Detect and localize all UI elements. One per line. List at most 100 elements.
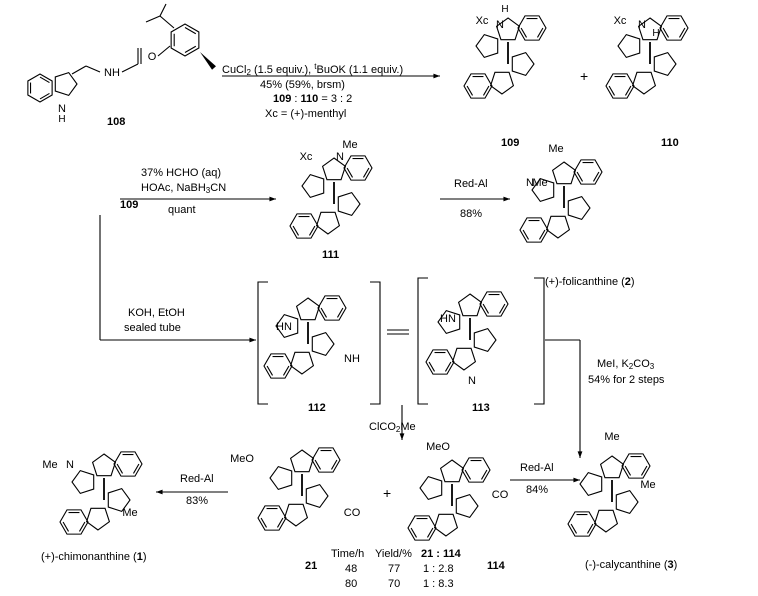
indoline-ring [283,503,309,527]
table-cell: 1 : 8.3 [423,578,454,590]
hydrogen-label: H [501,4,508,15]
arrow-head [433,73,440,79]
double-bond [592,171,600,182]
pyrrolidine-ring [567,195,591,221]
double-bond [608,85,616,96]
bond [145,15,161,23]
hydrogen-label: H [652,28,659,39]
double-bond [39,76,50,84]
double-bond [336,307,344,318]
indoline-ring [451,347,477,371]
compound-110-label: 110 [661,137,679,149]
ester-label: MeO [230,453,254,465]
benzene-ring [59,509,89,535]
double-bond [662,27,670,38]
nitrogen-label: N [66,459,74,471]
methyl-label: Me [548,143,563,155]
double-bond [184,27,197,35]
benzene-ring [567,511,597,537]
pyrrolidine-ring [653,51,677,77]
chimonanthine-label: (+)-chimonanthine (1) [41,551,147,563]
indoline-ring [433,513,459,537]
table-cell: 70 [388,578,401,590]
table-cell: 1 : 2.8 [423,563,454,575]
compound-109-start-label: 109 [120,199,139,211]
pyrrolidine-ring [475,33,499,59]
indoline-ring [457,293,483,317]
bracket [534,277,545,405]
pyrrolidine-ring [337,191,361,217]
hydrogen-label: H [58,114,65,125]
arrow-head [573,477,580,483]
arrow-head [156,489,163,495]
double-bond [410,527,418,538]
double-bond [466,85,474,96]
double-bond [282,365,290,376]
reaction7-yield: 83% [186,495,209,507]
compound-112-label: 112 [308,402,326,414]
methyl-label: Me [604,431,619,443]
reaction3-reagent: Red-Al [454,178,488,190]
benzene-ring [605,73,635,99]
table-cell: 80 [345,578,358,590]
indoline-ring [321,157,347,181]
indoline-ring [315,211,341,235]
bond [159,15,175,29]
indoline-ring [551,161,577,185]
arrow-head [503,196,510,202]
reaction7-reagent: Red-Al [180,473,214,485]
pyrrolidine-ring [71,469,95,495]
plus-sign: + [383,485,392,501]
double-bond [78,521,86,532]
benzene-ring [407,515,437,541]
indoline-ring [85,507,111,531]
indoline-ring [637,17,663,41]
pyrrolidine-ring [275,313,299,339]
benzene-ring [257,505,287,531]
nitrogen-label: N [468,375,476,387]
bracket [370,281,381,405]
benzene-ring [519,217,549,243]
double-bond [536,27,544,38]
double-bond [480,469,488,480]
pyrrolidine-ring [511,51,535,77]
table-cell: 48 [345,563,358,575]
double-bond [330,459,338,470]
reaction1-yield: 45% (59%, brsm) [260,79,345,91]
xc-label: Xc [300,151,313,163]
double-bond [640,465,648,476]
pyrrolidine-ring [311,331,335,357]
double-bond [444,361,452,372]
methyl-label: Me [42,459,57,471]
double-bond [522,229,530,240]
double-bond [576,171,584,182]
indoline-ring [439,459,465,483]
table-header-yield: Yield/% [375,548,412,560]
arrow-head [269,196,276,202]
indoline-ring [289,351,315,375]
benzene-ring [573,159,603,185]
indoline-ring [631,71,657,95]
benzene-ring [479,291,509,317]
double-bond [116,463,124,474]
benzene-ring [659,15,689,41]
benzene-ring [263,353,293,379]
double-bond [292,225,300,236]
table-cell: 77 [388,563,401,575]
pyrrolidine-ring [531,177,555,203]
double-bond [132,463,140,474]
indoline-ring [91,453,117,477]
benzene-ring [27,73,53,103]
double-bond [624,465,632,476]
double-bond [320,307,328,318]
benzene-ring [311,447,341,473]
bond [157,45,171,57]
indoline-ring [289,449,315,473]
reaction1-ratio: 109 : 110 = 3 : 2 [273,93,353,105]
indoline-ring [495,17,521,41]
nitrogen-label: N [526,177,534,189]
pyrrole-ring [54,71,78,97]
oxygen-label: O [148,51,157,63]
compound-111-label: 111 [322,249,340,261]
